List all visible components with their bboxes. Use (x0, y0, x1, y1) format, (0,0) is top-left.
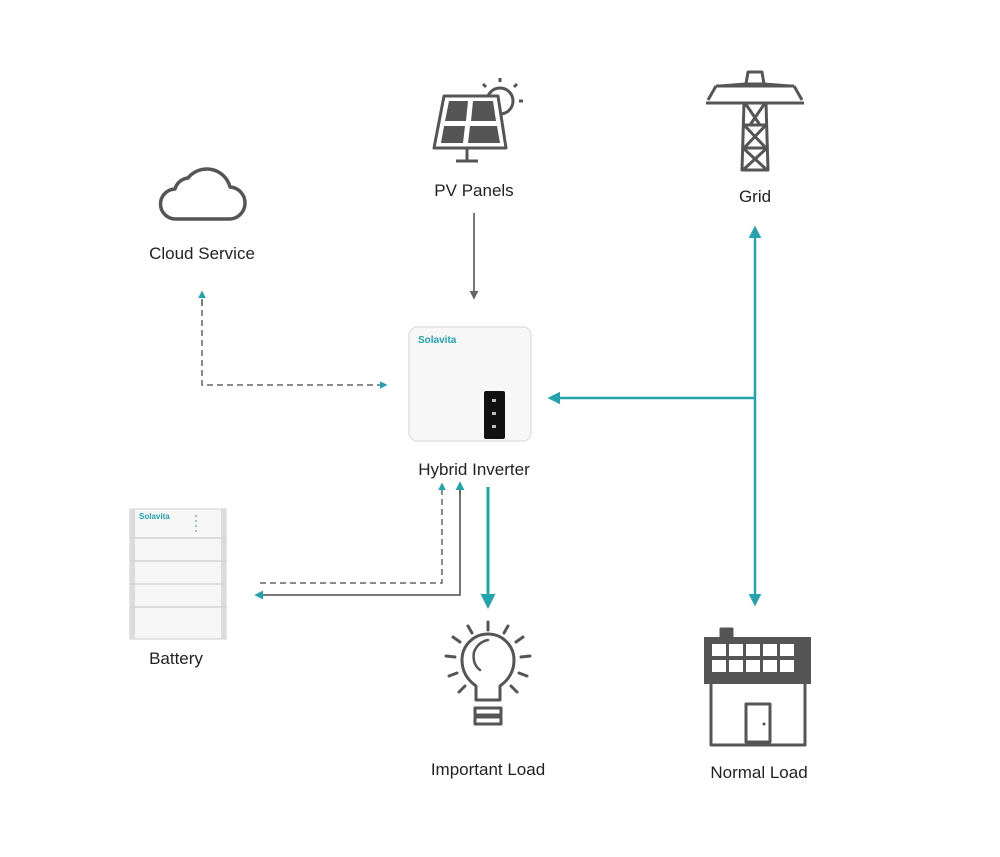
power-tower-icon (706, 70, 804, 172)
hybrid-inverter-label: Hybrid Inverter (418, 460, 530, 479)
light-bulb-icon (444, 620, 532, 726)
important-load-label: Important Load (430, 760, 546, 779)
battery-label: Battery (149, 649, 203, 668)
solar-panel-icon (432, 78, 523, 163)
battery-brand-label: Solavita (139, 512, 170, 521)
inverter-brand-label: Solavita (418, 335, 457, 346)
hybrid-inverter-unit (408, 326, 532, 442)
cloud-icon (158, 167, 247, 221)
cloud-to-inverter-dashed-arrow (201, 300, 388, 389)
battery-to-inverter-dashed-arrow (260, 482, 446, 584)
inverter-to-battery-arrow (254, 484, 461, 600)
battery-unit (129, 508, 227, 640)
cloud-service-label: Cloud Service (149, 244, 255, 263)
pv-panels-label: PV Panels (434, 181, 514, 200)
normal-load-label: Normal Load (710, 763, 808, 782)
house-icon (704, 627, 811, 747)
connectors (198, 213, 762, 609)
grid-label: Grid (738, 187, 772, 206)
